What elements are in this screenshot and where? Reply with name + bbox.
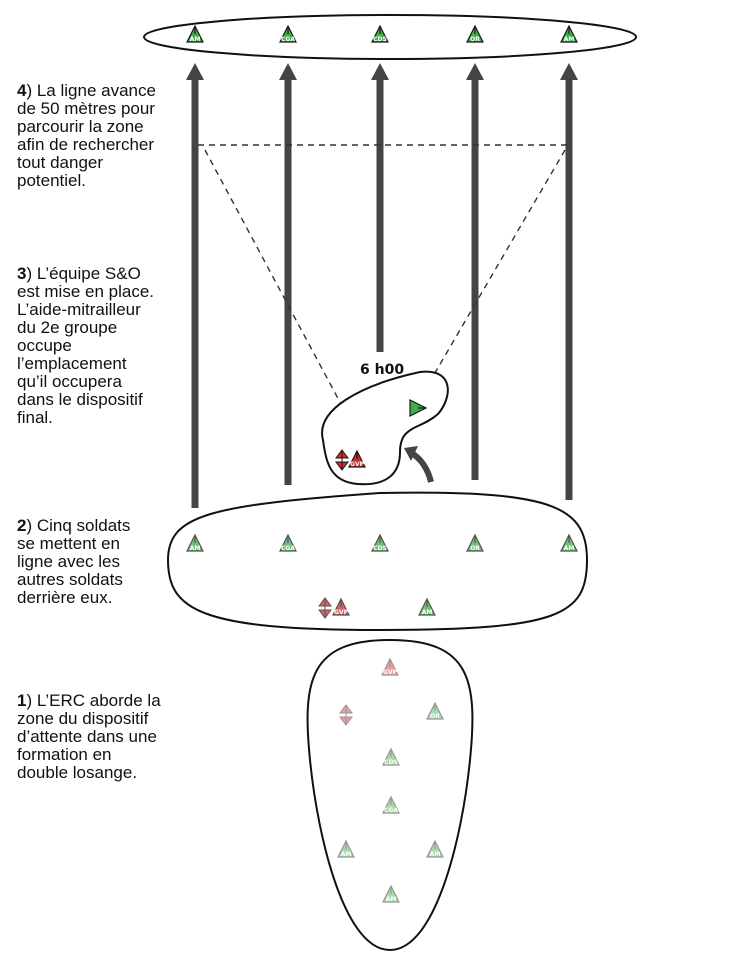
- curved-arrow: [404, 446, 434, 483]
- svg-text:CGA: CGA: [384, 807, 398, 814]
- step-3-text: 3) L’équipe S&O est mise en place. L’aid…: [17, 264, 155, 427]
- line-formation-soldiers: AM CGA CDS OR AM GVP AM: [186, 534, 578, 619]
- soldier-cds-line: CDS: [371, 534, 389, 552]
- soldier-cds-diamond: CDS: [382, 748, 400, 766]
- soldier-am-final-1: AM: [186, 25, 204, 43]
- svg-text:AM: AM: [564, 545, 575, 552]
- svg-text:GVP: GVP: [350, 461, 365, 468]
- advance-arrow-1: [186, 63, 204, 508]
- advance-arrow-4: [466, 63, 484, 480]
- svg-text:CGA: CGA: [281, 545, 295, 552]
- so-team-outline: [321, 370, 449, 486]
- advance-arrow-3: [371, 63, 389, 352]
- advance-arrow-2: [279, 63, 297, 485]
- soldier-cga-line: CGA: [279, 534, 297, 552]
- svg-text:AM: AM: [190, 545, 201, 552]
- soldier-gvp-line: GVP: [332, 598, 350, 616]
- diamond-formation-outline: [306, 638, 474, 952]
- time-label: 6 h00: [360, 362, 405, 378]
- svg-text:CDS: CDS: [373, 36, 387, 43]
- step-2-text: 2) Cinq soldats se mettent en ligne avec…: [17, 516, 131, 607]
- soldier-am-line-3: AM: [418, 598, 436, 616]
- step-1-text: 1) L’ERC aborde la zone du dispositif d’…: [17, 691, 161, 782]
- soldier-am-diamond-3: AM: [382, 885, 400, 903]
- soldier-am-diamond-1: AM: [337, 840, 355, 858]
- svg-text:OR: OR: [470, 545, 480, 552]
- soldier-gvp-so: GVP: [348, 450, 366, 468]
- so-team-soldiers: GVP: [335, 399, 427, 471]
- svg-text:AM: AM: [386, 896, 397, 903]
- final-line-ellipse: [143, 14, 637, 60]
- step-number: 4: [17, 81, 27, 100]
- step-number: 2: [17, 516, 27, 535]
- soldier-am-line-2: AM: [560, 534, 578, 552]
- advance-arrow-5: [560, 63, 578, 500]
- line-formation-outline: [166, 491, 589, 632]
- leader-symbol-so: [335, 449, 349, 471]
- step-number: 3: [17, 264, 27, 283]
- soldier-am-diamond-2: AM: [426, 840, 444, 858]
- svg-text:AM: AM: [430, 851, 441, 858]
- svg-text:GVP: GVP: [383, 669, 398, 676]
- step-number: 1: [17, 691, 27, 710]
- svg-text:AM: AM: [341, 851, 352, 858]
- leader-symbol-diamond: [339, 704, 353, 726]
- svg-text:OR: OR: [470, 36, 480, 43]
- soldier-cds-final: CDS: [371, 25, 389, 43]
- advance-arrows: [186, 63, 578, 508]
- soldier-gvp-diamond: GVP: [381, 658, 399, 676]
- svg-text:GVP: GVP: [334, 609, 349, 616]
- soldier-or-final: OR: [466, 25, 484, 43]
- soldier-or-line: OR: [466, 534, 484, 552]
- svg-text:AM: AM: [190, 36, 201, 43]
- soldier-cga-diamond: CGA: [382, 796, 400, 814]
- svg-text:OR: OR: [430, 713, 440, 720]
- soldier-cga-final: CGA: [279, 25, 297, 43]
- final-line-soldiers: AM CGA CDS OR AM: [186, 25, 578, 43]
- svg-text:AM: AM: [422, 609, 433, 616]
- svg-text:CDS: CDS: [373, 545, 387, 552]
- soldier-or-diamond: OR: [426, 702, 444, 720]
- diamond-formation-soldiers: GVP OR CDS CGA AM AM AM: [337, 658, 444, 903]
- step-4-text: 4) La ligne avance de 50 mètres pour par…: [17, 81, 156, 190]
- svg-text:CGA: CGA: [281, 36, 295, 43]
- leader-symbol-line: [318, 597, 332, 619]
- svg-text:AM: AM: [564, 36, 575, 43]
- svg-text:CDS: CDS: [384, 759, 398, 766]
- soldier-am-final-2: AM: [560, 25, 578, 43]
- soldier-am-line-1: AM: [186, 534, 204, 552]
